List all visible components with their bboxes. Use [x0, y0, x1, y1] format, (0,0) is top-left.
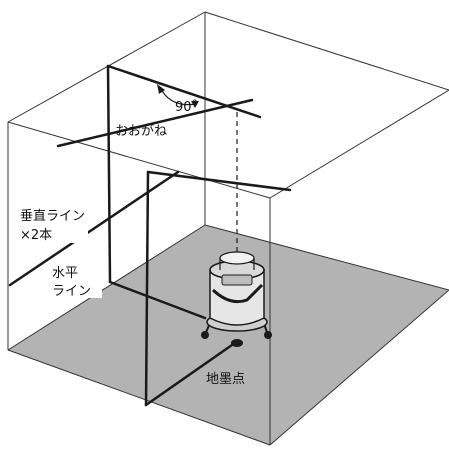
right-angle-arrow-left — [157, 84, 165, 94]
ceiling-cross-line — [56, 98, 254, 148]
right-angle-arrow-right — [191, 101, 199, 108]
horizontal-line-top — [146, 170, 292, 192]
horizontal-line-back — [8, 170, 180, 287]
angle-label: 90˚ — [175, 99, 198, 115]
laser-level-device — [201, 251, 272, 347]
floor-line-front — [144, 343, 234, 407]
room-wireframe — [7, 11, 449, 446]
room-floor — [8, 225, 449, 445]
vertical-line-front — [144, 170, 150, 407]
horizontal-line-label-line2: ライン — [52, 284, 91, 299]
plumb-label-bg — [203, 368, 253, 388]
vertical-lines-label-line2: ×2本 — [20, 228, 52, 243]
plumb-point-label: 地墨点 — [206, 372, 245, 387]
horizontal-label-bg — [48, 262, 102, 298]
vertical-label-bg — [16, 205, 88, 243]
vertical-line-left — [106, 64, 112, 284]
ceiling-point-label: おおがね — [115, 124, 167, 139]
vertical-lines-label-line1: 垂直ライン — [20, 209, 85, 224]
ceiling-line-front — [106, 64, 262, 119]
ceiling-line-left — [10, 26, 268, 132]
horizontal-line-label-line1: 水平 — [52, 266, 78, 281]
floor-line — [108, 280, 207, 320]
laser-lines — [8, 26, 292, 407]
